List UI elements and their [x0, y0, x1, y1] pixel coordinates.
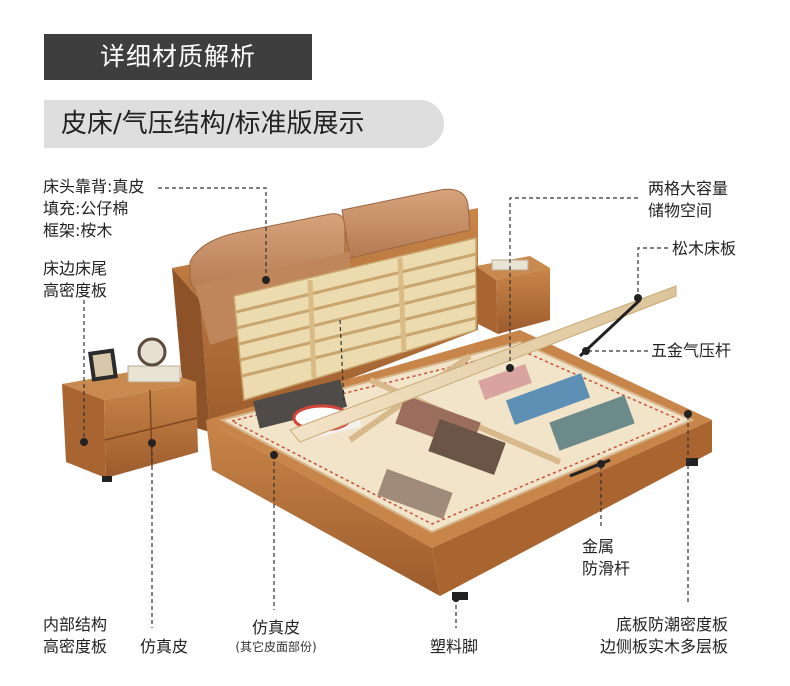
storage-compartments — [252, 353, 635, 520]
faux-leather-mid-note: (其它皮面部份) — [235, 640, 317, 654]
right-nightstand — [476, 256, 550, 334]
bed-feet — [102, 458, 698, 600]
board-material-label: 底板防潮密度板 边侧板实木多层板 — [600, 615, 729, 656]
storage-capacity-label: 两格大容量 储物空间 — [648, 179, 729, 220]
metal-bar-label: 金属 防滑杆 — [582, 537, 631, 578]
headboard-material-label: 床头靠背:真皮 填充:公仔棉 框架:桉木 — [43, 177, 145, 240]
inner-structure-label: 内部结构 高密度板 — [43, 615, 108, 656]
pine-slats-label: 松木床板 — [672, 239, 737, 258]
bed-tail-material-label: 床边床尾 高密度板 — [43, 259, 108, 300]
left-nightstand — [62, 337, 198, 478]
faux-leather-mid-text: 仿真皮 — [251, 618, 300, 637]
plastic-feet-label: 塑料脚 — [430, 637, 479, 656]
gas-strut-label: 五金气压杆 — [651, 341, 732, 360]
faux-leather-mid-label: 仿真皮 (其它皮面部份) — [226, 617, 326, 655]
section-subtitle: 皮床/气压结构/标准版展示 — [44, 100, 444, 148]
pine-slats — [233, 237, 477, 401]
section-title: 详细材质解析 — [44, 34, 312, 80]
leader-lines — [83, 187, 689, 628]
leader-dots — [80, 276, 692, 602]
faux-leather-left-label: 仿真皮 — [140, 637, 189, 656]
